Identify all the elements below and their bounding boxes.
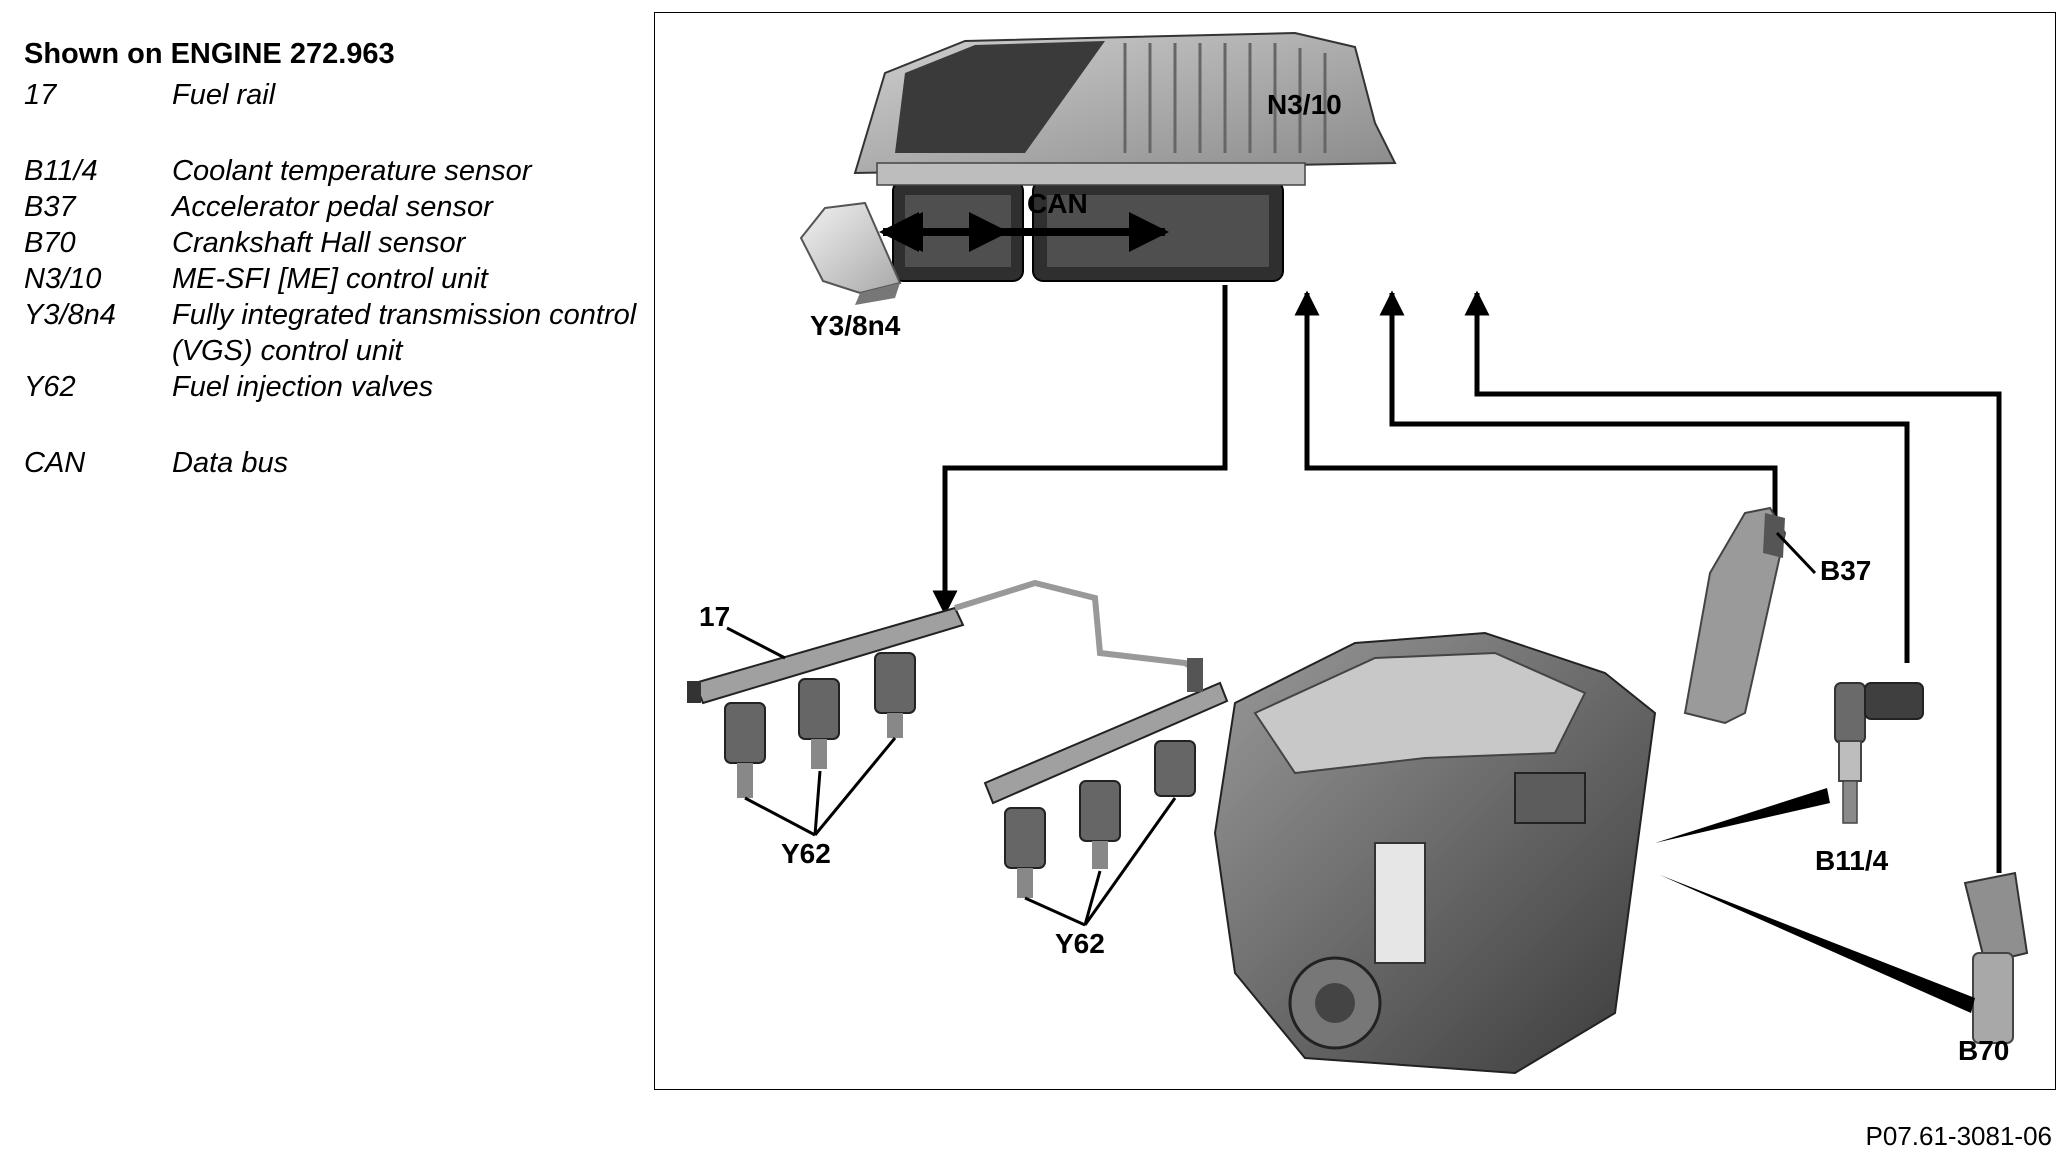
label-b37: B37 bbox=[1820, 555, 1871, 586]
crankshaft-sensor-b70 bbox=[1963, 871, 2029, 1044]
fuel-crossover-line bbox=[954, 579, 1203, 676]
legend-code: 17 bbox=[24, 79, 57, 111]
diagram-canvas: N3/10 Y3/8n4 CAN B37 bbox=[687, 31, 2029, 1075]
legend-code: Y62 bbox=[24, 371, 76, 403]
label-y62-left: Y62 bbox=[781, 838, 831, 869]
legend: Shown on ENGINE 272.963 17 Fuel rail B11… bbox=[24, 38, 644, 481]
injector-icon bbox=[798, 678, 840, 740]
legend-code: B70 bbox=[24, 227, 76, 259]
legend-desc: ME-SFI [ME] control unit bbox=[172, 263, 488, 295]
legend-desc: Data bus bbox=[172, 447, 289, 479]
legend-item-y62: Y62 Fuel injection valves bbox=[24, 369, 644, 405]
injector-icon bbox=[1079, 780, 1121, 842]
legend-item-b37: B37 Accelerator pedal sensor bbox=[24, 189, 644, 225]
coolant-sensor-b11-4 bbox=[1834, 682, 1924, 824]
leader-engine-b70 bbox=[1660, 875, 1975, 1013]
legend-item-y3-8n4: Y3/8n4 Fully integrated transmission con… bbox=[24, 297, 644, 369]
legend-desc: Coolant temperature sensor bbox=[172, 155, 532, 187]
signal-line-b11-4 bbox=[1379, 290, 1910, 663]
system-diagram: N3/10 Y3/8n4 CAN B37 bbox=[654, 12, 2056, 1090]
legend-desc: Fuel rail bbox=[172, 79, 276, 111]
label-y3-8n4: Y3/8n4 bbox=[810, 310, 901, 341]
legend-title: Shown on ENGINE 272.963 bbox=[24, 38, 395, 70]
leader-engine-b11-4 bbox=[1655, 788, 1830, 843]
fuel-rail-right bbox=[983, 658, 1229, 898]
legend-item-n3-10: N3/10 ME-SFI [ME] control unit bbox=[24, 261, 644, 297]
legend-item-can: CAN Data bus bbox=[24, 445, 644, 481]
label-can: CAN bbox=[1027, 188, 1088, 219]
legend-desc: Accelerator pedal sensor bbox=[172, 191, 493, 223]
injector-icon bbox=[874, 652, 916, 714]
legend-desc: Fuel injection valves bbox=[172, 371, 434, 403]
legend-item-b70: B70 Crankshaft Hall sensor bbox=[24, 225, 644, 261]
engine-272 bbox=[1213, 631, 1657, 1075]
label-y62-right: Y62 bbox=[1055, 928, 1105, 959]
legend-code: B11/4 bbox=[24, 155, 98, 187]
legend-code: N3/10 bbox=[24, 263, 102, 295]
leader-fuel-rail bbox=[726, 626, 786, 660]
fuel-rail-left bbox=[687, 606, 965, 798]
legend-desc: Crankshaft Hall sensor bbox=[172, 227, 466, 259]
signal-line-b37 bbox=[1294, 290, 1778, 518]
injector-icon bbox=[1004, 807, 1046, 869]
legend-desc: Fully integrated transmission control (V… bbox=[172, 299, 637, 367]
ecu-n3-10 bbox=[853, 31, 1397, 282]
legend-code: Y3/8n4 bbox=[24, 299, 116, 331]
signal-line-b70 bbox=[1464, 290, 2002, 873]
injector-icon bbox=[1154, 740, 1196, 797]
label-fuel-rail-17: 17 bbox=[699, 601, 730, 632]
tcu-y3-8n4 bbox=[799, 201, 902, 305]
label-n3-10: N3/10 bbox=[1267, 89, 1342, 120]
legend-code: CAN bbox=[24, 447, 86, 479]
legend-code: B37 bbox=[24, 191, 76, 223]
label-b11-4: B11/4 bbox=[1815, 845, 1889, 876]
label-b70: B70 bbox=[1958, 1035, 2009, 1066]
accelerator-pedal-b37 bbox=[1683, 506, 1817, 725]
legend-item-17: 17 Fuel rail bbox=[24, 77, 644, 113]
figure-reference: P07.61-3081-06 bbox=[1865, 1121, 2052, 1151]
legend-item-b11-4: B11/4 Coolant temperature sensor bbox=[24, 153, 644, 189]
injector-icon bbox=[724, 702, 766, 764]
signal-line-injectors bbox=[932, 285, 1228, 616]
